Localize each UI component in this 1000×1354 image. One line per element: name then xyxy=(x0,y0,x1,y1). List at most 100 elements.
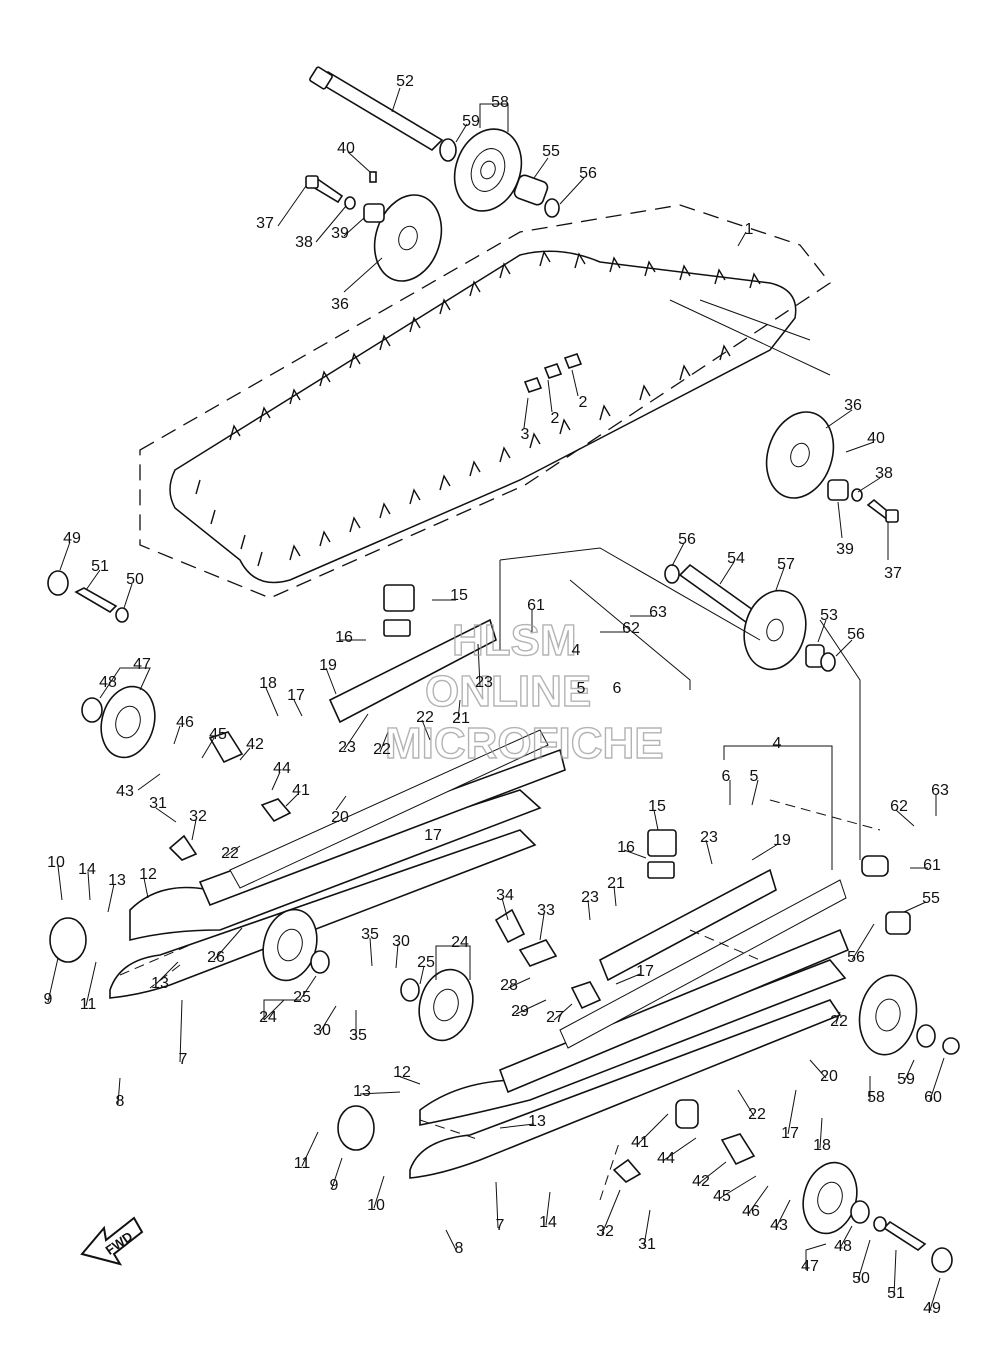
callout-50: 50 xyxy=(852,1270,870,1287)
callout-22: 22 xyxy=(830,1013,848,1030)
callout-1: 1 xyxy=(745,221,754,238)
callout-37: 37 xyxy=(884,565,902,582)
callout-6: 6 xyxy=(613,680,622,697)
callout-25: 25 xyxy=(417,954,435,971)
callout-23: 23 xyxy=(338,739,356,756)
callout-9: 9 xyxy=(44,991,53,1008)
callout-20: 20 xyxy=(331,809,349,826)
bracket-32-left xyxy=(168,834,198,861)
callout-6: 6 xyxy=(722,768,731,785)
callout-33: 33 xyxy=(537,902,555,919)
callout-29: 29 xyxy=(511,1003,529,1020)
callout-36: 36 xyxy=(844,397,862,414)
callout-63: 63 xyxy=(649,604,667,621)
callout-16: 16 xyxy=(335,629,353,646)
callout-17: 17 xyxy=(636,963,654,980)
callout-50: 50 xyxy=(126,571,144,588)
callout-17: 17 xyxy=(287,687,305,704)
slider-42-right xyxy=(720,1133,756,1166)
callout-54: 54 xyxy=(727,550,745,567)
callout-28: 28 xyxy=(500,977,518,994)
bolt-37-right xyxy=(866,498,899,523)
callout-24: 24 xyxy=(451,934,469,951)
callout-19: 19 xyxy=(319,657,337,674)
bearing-49-left xyxy=(47,570,69,596)
callout-43: 43 xyxy=(770,1217,788,1234)
stopper-15-left xyxy=(383,584,415,637)
swing-arm-19-right xyxy=(598,868,777,982)
bearing-59-top xyxy=(439,138,457,162)
callout-21: 21 xyxy=(452,710,470,727)
callout-38: 38 xyxy=(295,234,313,251)
callout-48: 48 xyxy=(99,674,117,691)
callout-2: 2 xyxy=(551,410,560,427)
idler-shaft-52 xyxy=(309,66,444,152)
bearing-48-right xyxy=(850,1200,870,1224)
washer-38-right xyxy=(851,488,863,502)
spacer-39-right xyxy=(827,479,849,501)
callout-56: 56 xyxy=(847,949,865,966)
callout-51: 51 xyxy=(887,1285,905,1302)
bolt-37-top xyxy=(305,175,344,204)
callout-45: 45 xyxy=(713,1188,731,1205)
callout-20: 20 xyxy=(820,1068,838,1085)
callout-10: 10 xyxy=(47,854,65,871)
bumper-9-right xyxy=(337,1105,375,1151)
callout-49: 49 xyxy=(63,530,81,547)
callout-22: 22 xyxy=(748,1106,766,1123)
callout-44: 44 xyxy=(273,760,291,777)
callout-49: 49 xyxy=(923,1300,941,1317)
callout-7: 7 xyxy=(179,1051,188,1068)
stopper-15-right xyxy=(647,829,677,879)
slide-rail-wheel-24-left xyxy=(262,908,318,982)
callout-14: 14 xyxy=(539,1214,557,1231)
callout-12: 12 xyxy=(393,1064,411,1081)
callout-22: 22 xyxy=(416,709,434,726)
callout-11: 11 xyxy=(80,996,97,1013)
callout-21: 21 xyxy=(607,875,625,892)
callout-35: 35 xyxy=(361,926,379,943)
spring-block-41-right xyxy=(675,1099,699,1129)
callout-27: 27 xyxy=(546,1009,564,1026)
callout-32: 32 xyxy=(596,1223,614,1240)
callout-51: 51 xyxy=(91,558,109,575)
callout-4: 4 xyxy=(572,642,581,659)
callout-59: 59 xyxy=(462,113,480,130)
callout-35: 35 xyxy=(349,1027,367,1044)
callout-52: 52 xyxy=(396,73,414,90)
callout-48: 48 xyxy=(834,1238,852,1255)
callout-45: 45 xyxy=(209,726,227,743)
callout-44: 44 xyxy=(657,1150,675,1167)
collar-55-right xyxy=(885,911,911,935)
callout-14: 14 xyxy=(78,861,96,878)
callout-4: 4 xyxy=(773,735,782,752)
callout-57: 57 xyxy=(777,556,795,573)
callout-31: 31 xyxy=(638,1236,656,1253)
callout-38: 38 xyxy=(875,465,893,482)
slider-42-left xyxy=(208,731,244,764)
idler-wheel-36-right xyxy=(765,411,835,499)
callout-30: 30 xyxy=(392,933,410,950)
callout-46: 46 xyxy=(742,1203,760,1220)
callout-5: 5 xyxy=(750,768,759,785)
grease-fitting-40-top xyxy=(369,171,377,183)
leader-lines xyxy=(47,87,945,1311)
callout-47: 47 xyxy=(133,656,151,673)
clips-2-3 xyxy=(523,353,583,393)
callout-58: 58 xyxy=(867,1089,885,1106)
callout-13: 13 xyxy=(151,975,169,992)
bearing-49-right xyxy=(931,1247,953,1273)
sleeve-61-right xyxy=(861,855,889,877)
left-rail-7-upper xyxy=(109,729,566,999)
callout-25: 25 xyxy=(293,989,311,1006)
callout-32: 32 xyxy=(189,808,207,825)
callout-22: 22 xyxy=(373,741,391,758)
washer-50-right xyxy=(873,1216,887,1232)
forward-arrow-icon: FWD xyxy=(80,1216,144,1266)
callout-60: 60 xyxy=(924,1089,942,1106)
callout-39: 39 xyxy=(836,541,854,558)
callout-37: 37 xyxy=(256,215,274,232)
callout-30: 30 xyxy=(313,1022,331,1039)
callout-39: 39 xyxy=(331,225,349,242)
callout-56: 56 xyxy=(678,531,696,548)
